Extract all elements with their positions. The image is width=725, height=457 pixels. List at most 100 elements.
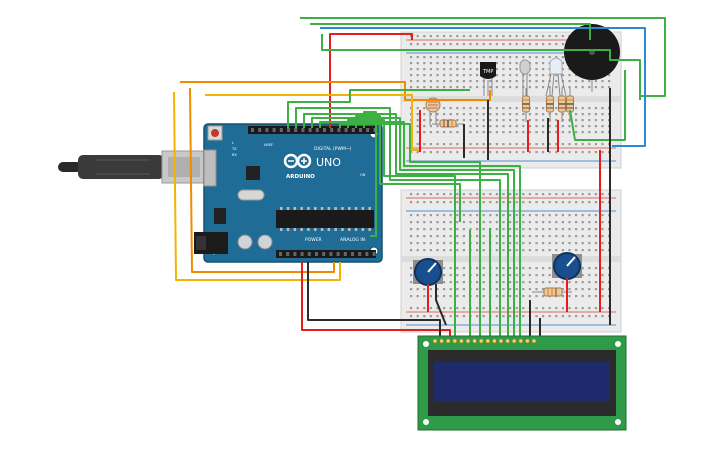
potentiometer-right[interactable]: [552, 252, 582, 280]
breadboard-hole: [462, 242, 465, 245]
breadboard-hole: [588, 281, 591, 284]
breadboard-hole: [449, 214, 452, 217]
rgb-led[interactable]: [545, 57, 567, 97]
breadboard-hole: [509, 43, 512, 46]
wire[interactable]: [180, 81, 491, 101]
breadboard-hole: [548, 43, 551, 46]
capacitor: [237, 234, 253, 250]
wire[interactable]: [355, 115, 461, 222]
wire[interactable]: [319, 121, 521, 336]
wire[interactable]: [301, 262, 451, 336]
breadboard-hole: [588, 131, 591, 134]
breadboard-hole: [594, 86, 597, 89]
breadboard-hole: [443, 193, 446, 196]
breadboard-hole: [476, 193, 479, 196]
resistor-ldr[interactable]: [432, 119, 464, 128]
wire[interactable]: [311, 117, 515, 336]
breadboard-hole: [542, 307, 545, 310]
breadboard-hole: [495, 143, 498, 146]
breadboard-hole: [568, 143, 571, 146]
chip-pin: [293, 228, 297, 231]
breadboard-hole: [568, 315, 571, 318]
breadboard-hole: [594, 151, 597, 154]
breadboard-hole: [462, 119, 465, 122]
photoresistor[interactable]: [425, 97, 441, 125]
breadboard-hole: [542, 295, 545, 298]
breadboard-hole: [575, 113, 578, 116]
breadboard-hole: [548, 221, 551, 224]
wire[interactable]: [435, 284, 447, 326]
breadboard-hole: [416, 214, 419, 217]
breadboard-hole: [482, 235, 485, 238]
chip-pin: [368, 228, 371, 231]
tmp-temperature-sensor[interactable]: TMP: [480, 62, 496, 96]
breadboard-hole: [542, 288, 545, 291]
breadboard-hole: [449, 74, 452, 77]
breadboard-hole: [515, 193, 518, 196]
resistor-bottom[interactable]: [532, 287, 572, 297]
breadboard-hole: [502, 235, 505, 238]
breadboard-hole: [522, 281, 525, 284]
breadboard-hole: [443, 267, 446, 270]
breadboard-hole: [416, 288, 419, 291]
mount-hole: [615, 419, 621, 425]
breadboard-hole: [416, 315, 419, 318]
breadboard-hole: [535, 151, 538, 154]
wire[interactable]: [339, 123, 481, 336]
breadboard-hole: [528, 86, 531, 89]
wire[interactable]: [287, 89, 470, 128]
lcd-16x2-display[interactable]: [417, 335, 627, 431]
mount-hole: [423, 341, 429, 347]
breadboard-hole: [555, 221, 558, 224]
breadboard-hole: [575, 307, 578, 310]
header-pin: [287, 128, 290, 132]
wire[interactable]: [363, 111, 377, 237]
arduino-uno-board[interactable]: ARDUINO UNO DIGITAL (PWM~) POWER ANALOG …: [194, 123, 383, 263]
tmp-sensor-label: TMP: [482, 69, 493, 75]
breadboard-hole: [410, 74, 413, 77]
potentiometer-left[interactable]: [413, 258, 443, 286]
breadboard-hole: [535, 80, 538, 83]
wire[interactable]: [321, 34, 641, 100]
breadboard-hole: [502, 151, 505, 154]
breadboard-hole: [476, 56, 479, 59]
breadboard-hole: [456, 193, 459, 196]
breadboard-hole: [502, 131, 505, 134]
breadboard-hole: [535, 86, 538, 89]
breadboard-hole: [495, 201, 498, 204]
breadboard-hole: [568, 131, 571, 134]
breadboard-hole: [542, 249, 545, 252]
breadboard-hole: [410, 281, 413, 284]
wire[interactable]: [320, 27, 646, 147]
wire[interactable]: [205, 94, 420, 151]
breadboard-hole: [594, 242, 597, 245]
breadboard-hole: [502, 125, 505, 128]
breadboard-hole: [456, 315, 459, 318]
breadboard-hole: [575, 107, 578, 110]
breadboard-hole: [509, 281, 512, 284]
wire[interactable]: [189, 87, 335, 273]
breadboard-bottom-holes: [410, 193, 611, 318]
breadboard-hole: [423, 62, 426, 65]
breadboard-hole: [462, 201, 465, 204]
chip-pin: [320, 207, 324, 210]
wire[interactable]: [295, 107, 501, 336]
led-white[interactable]: [519, 59, 531, 96]
breadboard-hole: [509, 68, 512, 71]
wire[interactable]: [173, 91, 341, 281]
header-pin: [265, 128, 269, 132]
breadboard-hole: [502, 201, 505, 204]
wire[interactable]: [307, 262, 441, 336]
breadboard-hole: [568, 214, 571, 217]
wire[interactable]: [347, 119, 456, 336]
breadboard-hole: [495, 242, 498, 245]
breadboard-hole: [482, 281, 485, 284]
wire[interactable]: [300, 17, 666, 97]
breadboard-hole: [416, 125, 419, 128]
breadboard-hole: [489, 201, 492, 204]
wire[interactable]: [310, 23, 591, 40]
breadboard-hole: [535, 125, 538, 128]
wire[interactable]: [569, 70, 626, 141]
breadboard-hole: [469, 80, 472, 83]
wire[interactable]: [303, 113, 509, 336]
